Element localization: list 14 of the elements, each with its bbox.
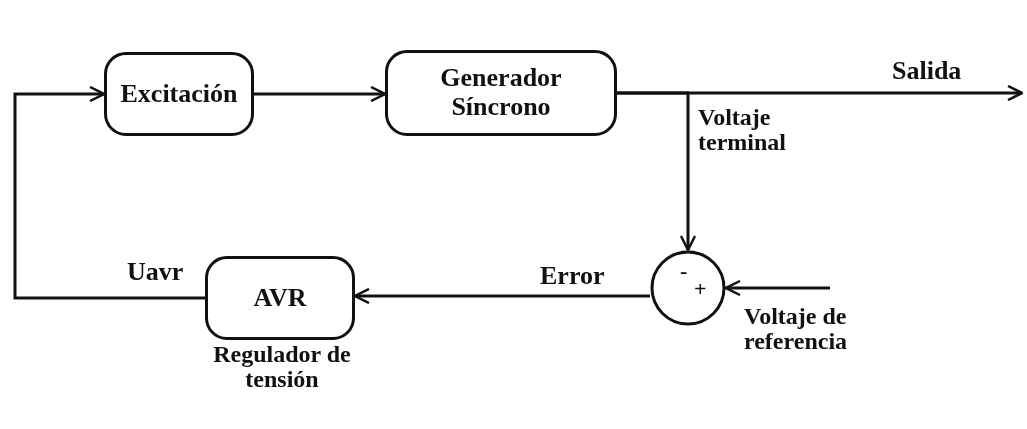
- summing-junction: [650, 250, 726, 326]
- arrow: [13, 85, 205, 300]
- sign-label: +: [694, 278, 707, 300]
- process-box: [205, 256, 355, 340]
- arrow: [724, 279, 830, 297]
- box-label: AVR: [253, 283, 307, 313]
- box-label: Excitación: [120, 79, 238, 109]
- arrow: [353, 287, 650, 305]
- sign-label: -: [680, 260, 688, 282]
- arrow: [254, 85, 387, 103]
- box-label: Generador Síncrono: [439, 64, 563, 122]
- arrow: [617, 91, 697, 252]
- process-box: [104, 52, 254, 136]
- process-box: [385, 50, 617, 136]
